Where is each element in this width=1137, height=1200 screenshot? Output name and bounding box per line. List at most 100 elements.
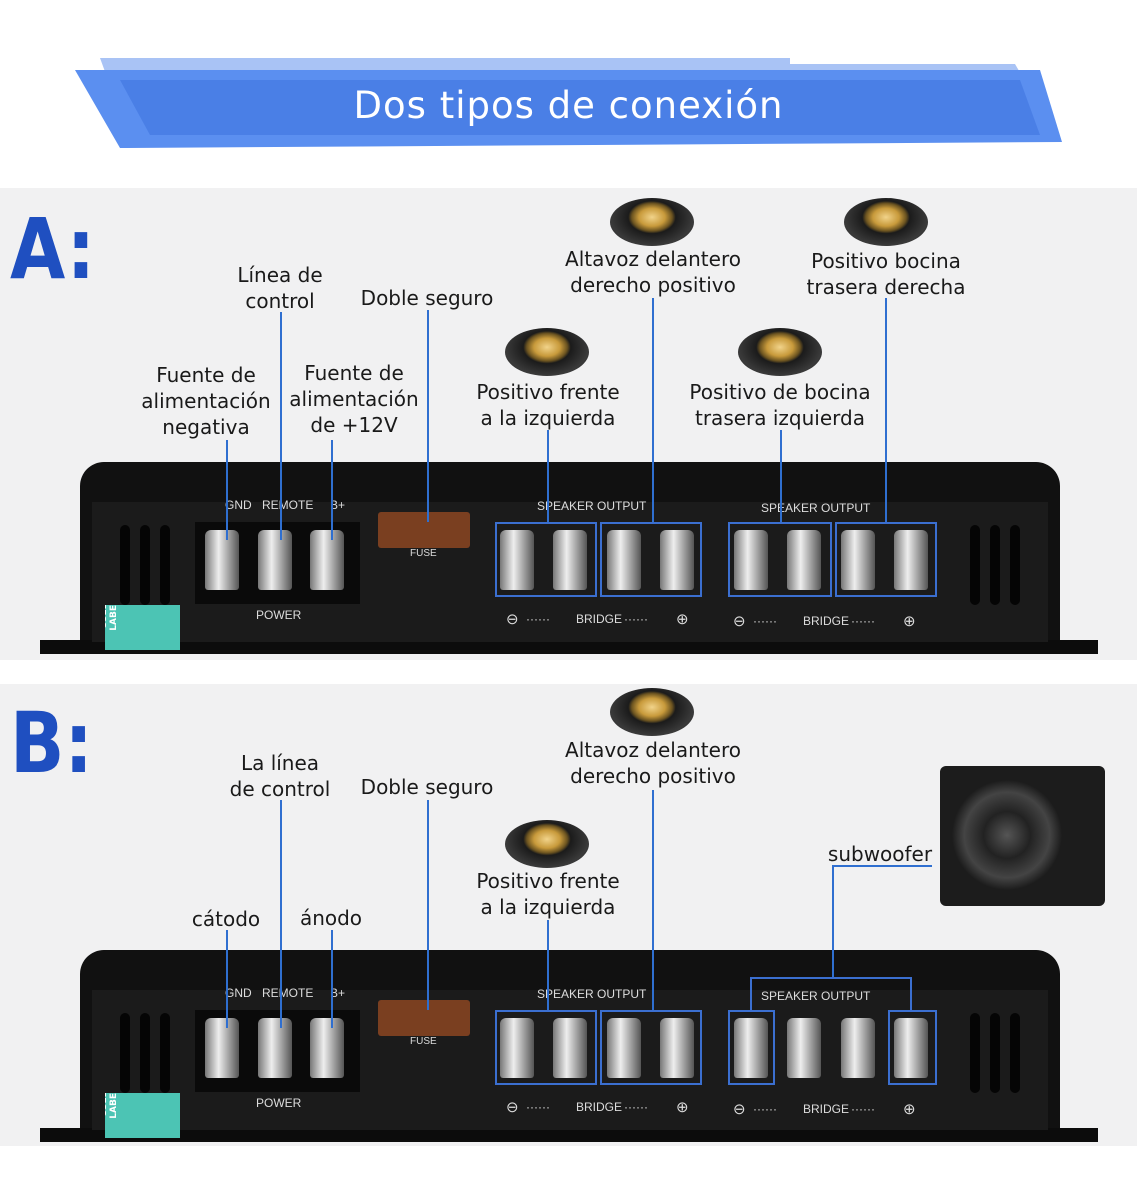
amp-base [40, 640, 1098, 654]
terminal [894, 1018, 928, 1078]
vent [140, 1013, 150, 1093]
channel-box [495, 1010, 597, 1085]
remote-text: REMOTE [262, 986, 314, 1000]
terminal [607, 530, 641, 590]
label-front-right: Altavoz delantero derecho positivo [565, 738, 741, 788]
terminal [841, 530, 875, 590]
channel-box [600, 522, 702, 597]
terminal [660, 1018, 694, 1078]
vent [1010, 1013, 1020, 1093]
bplus-text: B+ [330, 986, 346, 1000]
terminal [841, 1018, 875, 1078]
line-front-right [652, 298, 654, 522]
line-control [280, 312, 282, 540]
label-control: La línea de control [229, 751, 331, 801]
page-title: Dos tipos de conexión [353, 84, 784, 127]
line-front-left [547, 430, 549, 522]
label-sticker: SSED LABEL [105, 1093, 180, 1138]
line-front-right [652, 790, 654, 1010]
section-letter-a: A: [10, 200, 96, 298]
bridge-dots: ······ [526, 612, 550, 626]
line-positive [331, 440, 333, 540]
bridge-dots: ······ [753, 614, 777, 628]
bridge-dots: ······ [851, 1102, 875, 1116]
sticker-label-text: SSED LABEL [105, 1093, 119, 1119]
bridge-minus-icon: ⊖ [733, 1101, 746, 1118]
power-text: POWER [256, 608, 302, 622]
label-rear-right: Positivo bocina trasera derecha [806, 249, 966, 299]
bridge-plus-icon: ⊕ [903, 613, 916, 630]
subwoofer-cone [952, 780, 1062, 890]
subwoofer-output-box [750, 977, 912, 1011]
terminal [553, 1018, 587, 1078]
terminal [310, 1018, 344, 1078]
bridge-dots: ······ [526, 1100, 550, 1114]
label-subwoofer: subwoofer [827, 842, 933, 866]
terminal [660, 530, 694, 590]
line-control [280, 800, 282, 1028]
power-text: POWER [256, 1096, 302, 1110]
speaker-output-text: SPEAKER OUTPUT [537, 987, 647, 1001]
label-fuse: Doble seguro [360, 775, 494, 799]
line-negative [226, 930, 228, 1028]
speaker-output-text: SPEAKER OUTPUT [761, 989, 871, 1003]
line-rear-left [780, 430, 782, 522]
bridge-plus-icon: ⊕ [676, 1099, 689, 1116]
bridge-plus-icon: ⊕ [676, 611, 689, 628]
vent [160, 525, 170, 605]
terminal [894, 530, 928, 590]
label-rear-left: Positivo de bocina trasera izquierda [689, 380, 871, 430]
speaker-icon [844, 198, 928, 246]
terminal [787, 530, 821, 590]
label-negative: Fuente de alimentación negativa [141, 363, 271, 439]
bridge-text: BRIDGE [803, 1102, 850, 1116]
vent [990, 525, 1000, 605]
bridge-minus-icon: ⊖ [733, 613, 746, 630]
vent [970, 1013, 980, 1093]
terminal [787, 1018, 821, 1078]
vent [970, 525, 980, 605]
line-negative [226, 440, 228, 540]
line-rear-right [885, 298, 887, 522]
terminal [553, 530, 587, 590]
bplus-text: B+ [330, 498, 346, 512]
terminal [734, 1018, 768, 1078]
vent [120, 525, 130, 605]
channel-box [600, 1010, 702, 1085]
line-front-left [547, 920, 549, 1010]
gnd-text: GND [225, 498, 252, 512]
terminal [258, 1018, 292, 1078]
terminal [500, 530, 534, 590]
bridge-text: BRIDGE [576, 612, 623, 626]
speaker-icon [505, 820, 589, 868]
bridge-minus-icon: ⊖ [506, 1099, 519, 1116]
channel-box [888, 1010, 937, 1085]
vent [990, 1013, 1000, 1093]
label-fuse: Doble seguro [360, 286, 494, 310]
speaker-icon [610, 688, 694, 736]
vent [140, 525, 150, 605]
bridge-dots: ······ [851, 614, 875, 628]
terminal [607, 1018, 641, 1078]
terminal [205, 530, 239, 590]
channel-box [728, 522, 832, 597]
remote-text: REMOTE [262, 498, 314, 512]
vent [160, 1013, 170, 1093]
label-front-right: Altavoz delantero derecho positivo [565, 247, 741, 297]
fuse-text: FUSE [410, 548, 437, 559]
bridge-minus-icon: ⊖ [506, 611, 519, 628]
speaker-icon [610, 198, 694, 246]
line-fuse [427, 310, 429, 522]
vent [1010, 525, 1020, 605]
sticker-label-text: SSED LABEL [105, 605, 119, 631]
channel-box [835, 522, 937, 597]
title-banner [75, 58, 1062, 148]
label-front-left: Positivo frente a la izquierda [476, 869, 620, 919]
speaker-output-text: SPEAKER OUTPUT [537, 499, 647, 513]
bridge-plus-icon: ⊕ [903, 1101, 916, 1118]
line-subwoofer [832, 865, 932, 867]
fuse-icon [378, 512, 470, 548]
label-positive: Fuente de alimentación de +12V [289, 361, 419, 437]
subwoofer-box-icon [940, 766, 1105, 906]
fuse-text: FUSE [410, 1036, 437, 1047]
